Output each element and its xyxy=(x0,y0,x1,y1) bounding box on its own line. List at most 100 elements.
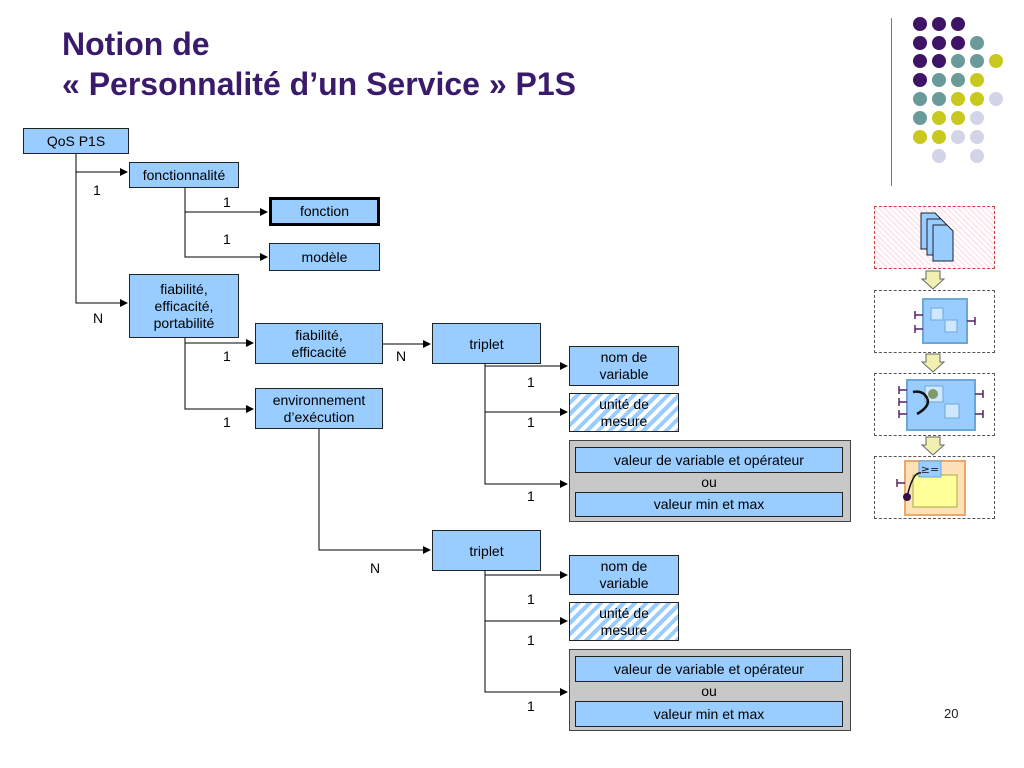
dot xyxy=(970,92,984,106)
nom-variable-box-a: nom de variable xyxy=(569,346,679,386)
unite-b-line-2: mesure xyxy=(600,621,648,638)
divider-line xyxy=(891,18,892,186)
dot xyxy=(913,17,927,31)
arrow-down-icon xyxy=(921,436,945,456)
cardinality-label: N xyxy=(396,348,407,364)
nom-variable-box-b: nom de variable xyxy=(569,555,679,595)
constraint-panel: ≥= xyxy=(874,456,995,519)
fonction-label: fonction xyxy=(299,203,350,219)
dot xyxy=(951,92,965,106)
cardinality-label: 1 xyxy=(527,374,535,390)
fiabilite-efficacite-box: fiabilité, efficacité xyxy=(255,323,383,364)
page-number: 20 xyxy=(944,706,959,721)
cardinality-label: N xyxy=(370,560,381,576)
qos-p1s-label: QoS P1S xyxy=(46,132,106,149)
dot xyxy=(932,36,946,50)
dot xyxy=(913,73,927,87)
title-line-2: « Personnalité d’un Service » P1S xyxy=(62,66,576,102)
dot xyxy=(951,130,965,144)
dot xyxy=(932,149,946,163)
cardinality-label: 1 xyxy=(223,414,231,430)
fonctionnalite-label: fonctionnalité xyxy=(142,166,226,183)
modele-label: modèle xyxy=(301,248,348,265)
triplet-label-b: triplet xyxy=(469,543,504,559)
cardinality-label: 1 xyxy=(527,591,535,607)
composition-panel xyxy=(874,373,995,436)
dot xyxy=(970,111,984,125)
component-icon xyxy=(914,298,976,344)
dot xyxy=(970,130,984,144)
valeur-min-max-box-b: valeur min et max xyxy=(575,701,843,727)
dot xyxy=(932,111,946,125)
dot xyxy=(913,36,927,50)
valop-a-label: valeur de variable et opérateur xyxy=(614,451,804,468)
dot xyxy=(951,36,965,50)
dot xyxy=(913,111,927,125)
cardinality-label: 1 xyxy=(223,348,231,364)
fe-line-2: efficacité xyxy=(291,343,347,360)
nom-b-line-2: variable xyxy=(599,575,649,591)
nom-b-line-1: nom de xyxy=(600,558,648,574)
unite-a-line-2: mesure xyxy=(600,412,648,429)
dot xyxy=(913,130,927,144)
environnement-execution-box: environnement d’exécution xyxy=(255,388,383,429)
env-line-1: environnement xyxy=(272,391,366,408)
triplet-box-a: triplet xyxy=(432,323,541,364)
triplet-box-b: triplet xyxy=(432,530,541,571)
valeur-min-max-box-a: valeur min et max xyxy=(575,492,843,517)
cardinality-label: 1 xyxy=(527,414,535,430)
dot xyxy=(932,54,946,68)
dot xyxy=(970,36,984,50)
ou-label-b: ou xyxy=(701,683,717,699)
fe-line-1: fiabilité, xyxy=(295,326,343,343)
dot xyxy=(932,92,946,106)
cardinality-label: 1 xyxy=(527,632,535,648)
minmax-a-label: valeur min et max xyxy=(653,496,765,512)
minmax-b-label: valeur min et max xyxy=(653,705,765,722)
component-panel xyxy=(874,290,995,353)
nom-a-line-1: nom de xyxy=(600,349,648,365)
dot xyxy=(951,73,965,87)
cardinality-label: 1 xyxy=(527,488,535,504)
cardinality-label: 1 xyxy=(527,698,535,714)
dot xyxy=(932,73,946,87)
slide-title: Notion de « Personnalité d’un Service » … xyxy=(62,24,576,104)
dot xyxy=(951,111,965,125)
fonctionnalite-box: fonctionnalité xyxy=(129,162,239,188)
nom-a-line-2: variable xyxy=(599,366,649,382)
dot xyxy=(989,92,1003,106)
dot xyxy=(970,73,984,87)
ou-label-a: ou xyxy=(701,474,717,490)
cardinality-label: 1 xyxy=(93,182,101,198)
fep-line-2: efficacité, xyxy=(154,297,214,314)
dot xyxy=(913,54,927,68)
title-line-1: Notion de xyxy=(62,26,210,62)
valop-b-label: valeur de variable et opérateur xyxy=(614,660,804,677)
fep-line-3: portabilité xyxy=(153,314,215,331)
cardinality-label: 1 xyxy=(223,231,231,247)
unite-b-line-1: unité de xyxy=(599,604,649,621)
constraint-icon: ≥= xyxy=(896,460,966,516)
cardinality-label: 1 xyxy=(223,194,231,210)
svg-text:≥=: ≥= xyxy=(921,463,939,476)
fonction-box: fonction xyxy=(269,197,380,226)
document-stack-icon xyxy=(920,212,954,262)
composition-icon xyxy=(898,379,984,431)
unite-mesure-box-a: unité de mesure xyxy=(569,393,679,432)
unite-a-line-1: unité de xyxy=(599,395,649,412)
arrow-down-icon xyxy=(921,353,945,373)
valeur-operateur-box-b: valeur de variable et opérateur xyxy=(575,656,843,682)
cardinality-label: N xyxy=(93,310,104,326)
dot xyxy=(913,92,927,106)
dot xyxy=(989,54,1003,68)
triplet-label-a: triplet xyxy=(469,336,504,352)
dot xyxy=(951,17,965,31)
dot xyxy=(932,17,946,31)
document-panel xyxy=(874,206,995,269)
qos-p1s-box: QoS P1S xyxy=(23,128,129,154)
valeur-operateur-box-a: valeur de variable et opérateur xyxy=(575,447,843,473)
modele-box: modèle xyxy=(269,243,380,271)
env-line-2: d’exécution xyxy=(283,408,355,425)
unite-mesure-box-b: unité de mesure xyxy=(569,602,679,641)
